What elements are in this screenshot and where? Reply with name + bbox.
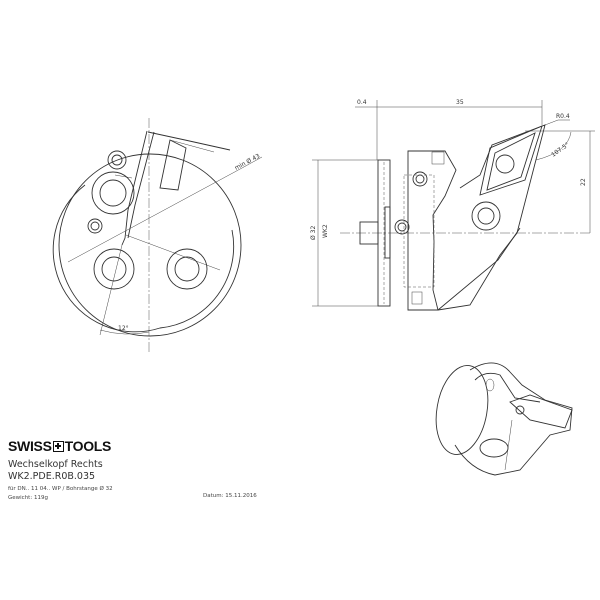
application-text: für DN.. 11 04.. WP / Bohrstange Ø 32 <box>8 486 113 492</box>
brand-logo: SWISS TOOLS <box>8 438 308 454</box>
height-label: 22 <box>580 178 587 186</box>
article-number: WK2.PDE.R0B.035 <box>8 471 96 482</box>
length-label: 35 <box>456 99 464 106</box>
offset-label: 0.4 <box>357 99 367 106</box>
side-view: 0.4 35 R0.4 107.5° 22 Ø 32 WK2 <box>310 99 595 311</box>
weight-text: Gewicht: 119g <box>8 495 48 501</box>
product-name: Wechselkopf Rechts <box>8 459 103 470</box>
radius-label: R0.4 <box>556 113 570 120</box>
interface-label: WK2 <box>322 224 329 238</box>
diameter-label: Ø 32 <box>310 226 317 240</box>
front-view: min Ø 43 12° <box>52 118 263 352</box>
angle-label: 12° <box>118 325 129 332</box>
date-text: Datum: 15.11.2016 <box>203 493 257 499</box>
insert-angle-label: 107.5° <box>550 141 571 158</box>
swiss-cross-icon <box>52 440 64 452</box>
min-diameter-label: min Ø 43 <box>234 153 262 172</box>
brand-suffix-text: TOOLS <box>64 438 112 454</box>
isometric-view <box>435 362 573 476</box>
brand-text: SWISS <box>8 438 52 454</box>
title-block: SWISS TOOLS Wechselkopf Rechts WK2.PDE.R0… <box>8 438 308 501</box>
